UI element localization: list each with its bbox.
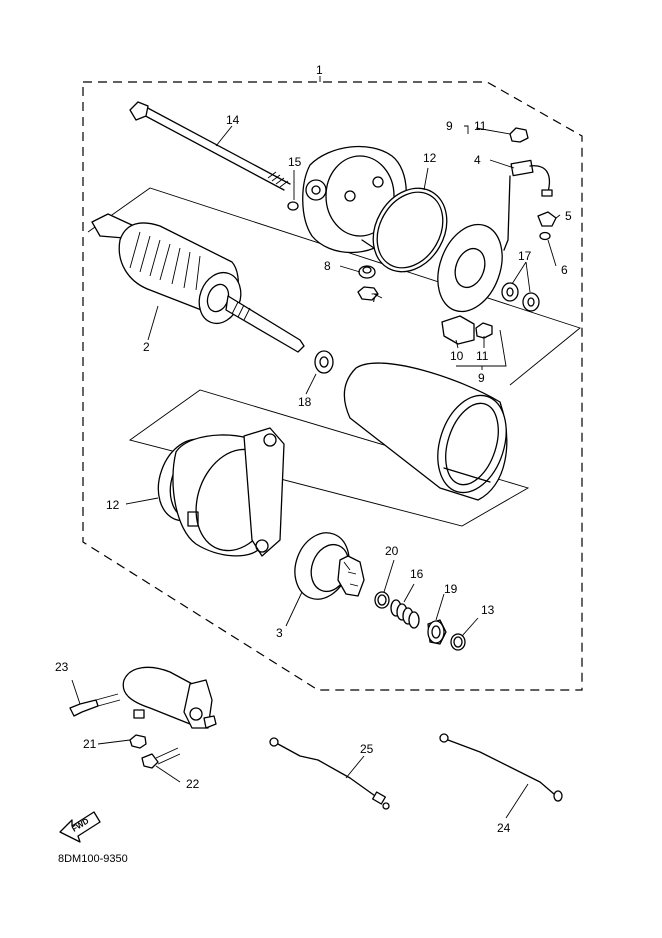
starter-cable-25	[269, 737, 390, 810]
callout-18: 18	[298, 395, 312, 409]
front-cover-bracket	[157, 427, 285, 557]
callout-25: 25	[360, 742, 374, 756]
large-o-ring-top	[372, 187, 448, 273]
callout-7: 7	[371, 291, 378, 305]
callout-9-bottom: 9	[478, 371, 485, 385]
callout-22: 22	[186, 777, 200, 791]
brush-plate	[437, 223, 503, 313]
o-ring-6	[539, 231, 551, 241]
callout-14: 14	[226, 113, 240, 127]
nut-21	[129, 734, 147, 749]
callout-2: 2	[143, 340, 150, 354]
yoke	[343, 362, 508, 501]
pinion-gear	[294, 532, 365, 600]
bolt-22	[141, 753, 159, 769]
callout-24: 24	[497, 821, 511, 835]
ground-lead-24	[439, 733, 563, 802]
callout-11-top: 11	[474, 119, 487, 133]
callout-12-left: 12	[106, 498, 120, 512]
callout-21: 21	[83, 737, 97, 751]
plane-upper	[87, 187, 581, 386]
callout-17: 17	[518, 249, 532, 263]
leader-lines	[71, 76, 561, 819]
callout-numbers: 1 2 3 4 5 6 7 8 9 11 9 10 11 12 12 13 14…	[55, 63, 572, 835]
callout-12-top: 12	[423, 151, 437, 165]
starter-motor-assembled	[122, 666, 217, 729]
terminal-bolt-5	[537, 211, 557, 227]
callout-15: 15	[288, 155, 302, 169]
callout-23: 23	[55, 660, 69, 674]
diagram-code: 8DM100-9350	[58, 853, 128, 865]
assembly-boundary	[82, 81, 583, 691]
brush-holder-10	[441, 315, 475, 345]
washer-17b	[522, 292, 540, 312]
nut-11-bottom	[475, 322, 493, 339]
washer-8	[358, 265, 376, 279]
circlip-13	[450, 633, 466, 651]
collar-19	[427, 619, 447, 645]
plane-lower	[128, 389, 530, 527]
callout-13: 13	[481, 603, 495, 617]
o-ring	[287, 201, 299, 211]
fwd-arrow-icon: FWD	[59, 811, 101, 843]
callout-11-bottom: 11	[476, 349, 489, 363]
spring-16	[390, 599, 420, 629]
callout-20: 20	[385, 544, 399, 558]
brush-lead	[503, 159, 553, 251]
callout-16: 16	[410, 567, 424, 581]
callout-9-top: 9	[446, 119, 453, 133]
callout-5: 5	[565, 209, 572, 223]
callout-1: 1	[316, 63, 323, 77]
callout-8: 8	[324, 259, 331, 273]
callout-3: 3	[276, 626, 283, 640]
nut-11-top	[509, 127, 529, 143]
callout-10: 10	[450, 349, 464, 363]
washer-17a	[501, 282, 519, 302]
nut-7	[357, 286, 379, 301]
circlip-20	[374, 591, 390, 609]
callout-4: 4	[474, 153, 481, 167]
long-bolt	[129, 101, 291, 191]
callout-19: 19	[444, 582, 458, 596]
bolt-23	[69, 699, 99, 717]
washer-18	[314, 350, 334, 374]
armature	[91, 213, 305, 353]
callout-6: 6	[561, 263, 568, 277]
